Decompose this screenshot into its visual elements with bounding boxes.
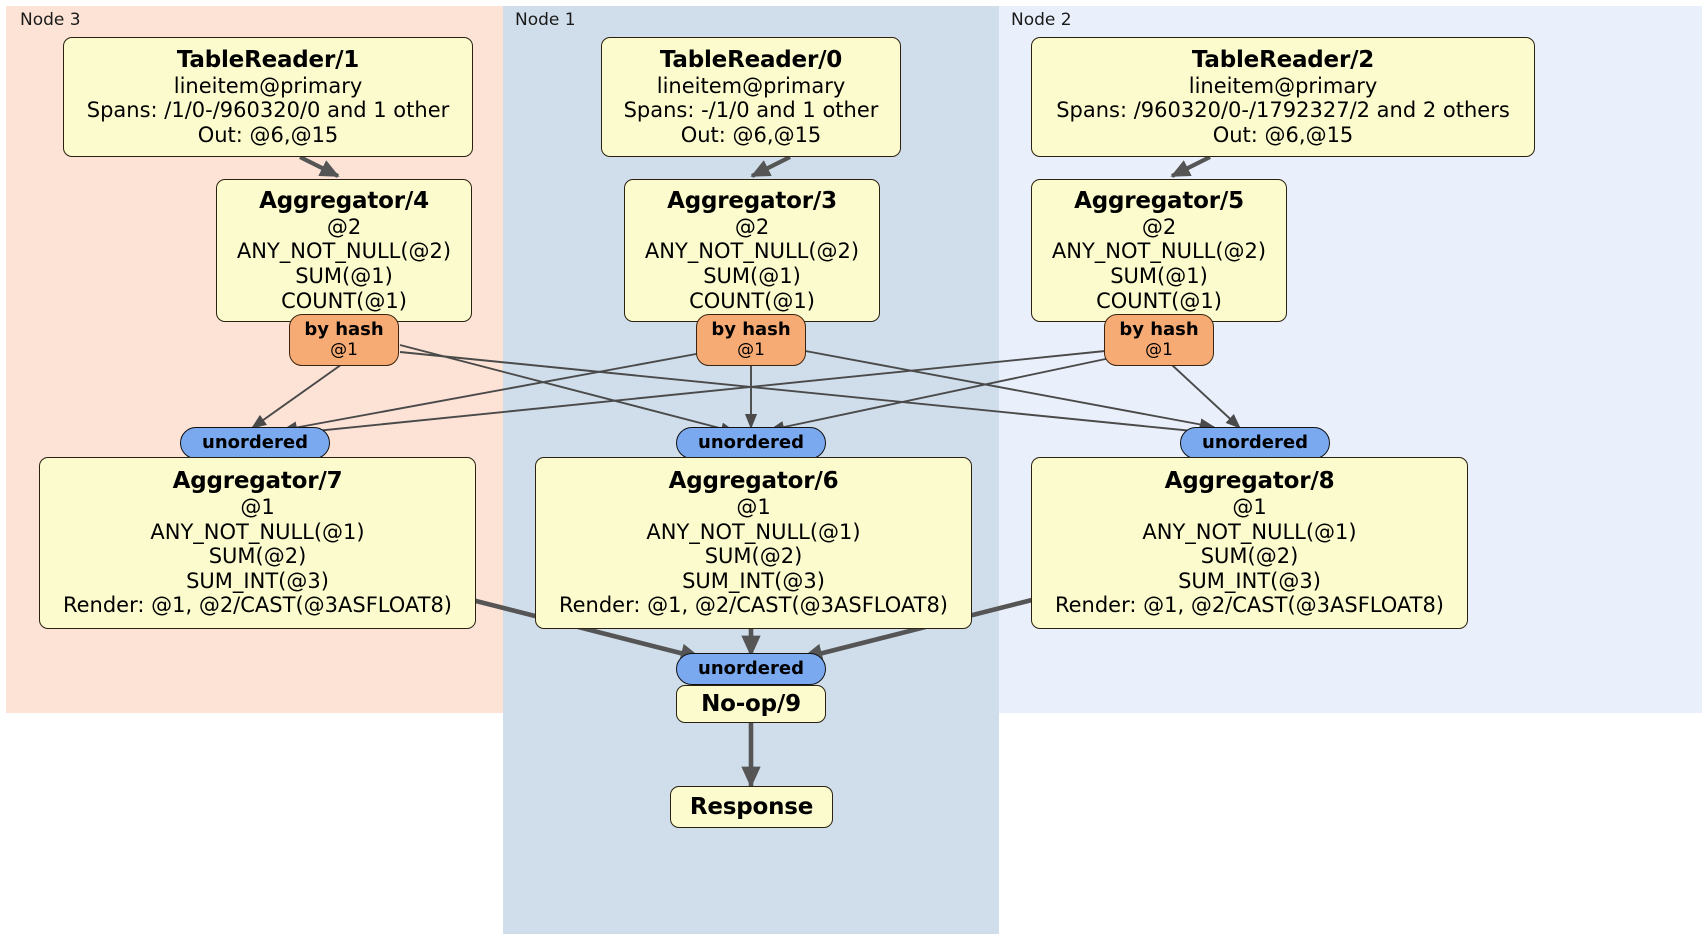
synchronizer-badge-unordered-left[interactable]: unordered: [180, 427, 330, 459]
processor-detail: SUM(@1): [295, 263, 393, 288]
router-badge-column: @1: [330, 339, 358, 360]
synchronizer-badge-label: unordered: [698, 657, 804, 679]
processor-title: TableReader/2: [1191, 46, 1375, 73]
processor-detail: SUM(@2): [1200, 544, 1299, 569]
processor-detail: Spans: -/1/0 and 1 other: [623, 98, 879, 123]
processor-title: Aggregator/7: [172, 468, 343, 495]
processor-detail: lineitem@primary: [1188, 73, 1378, 98]
processor-aggregator6[interactable]: Aggregator/6 @1 ANY_NOT_NULL(@1) SUM(@2)…: [535, 457, 972, 629]
router-badge-by-hash-left[interactable]: by hash @1: [289, 314, 399, 366]
processor-detail: SUM(@2): [704, 544, 803, 569]
processor-aggregator3[interactable]: Aggregator/3 @2 ANY_NOT_NULL(@2) SUM(@1)…: [624, 179, 880, 322]
processor-detail: COUNT(@1): [281, 288, 407, 313]
processor-detail: Out: @6,@15: [1212, 122, 1354, 147]
router-badge-by-hash-center[interactable]: by hash @1: [696, 314, 806, 366]
processor-title: TableReader/1: [176, 46, 360, 73]
processor-detail: SUM(@2): [208, 544, 307, 569]
processor-title: Aggregator/3: [667, 187, 837, 214]
processor-aggregator7[interactable]: Aggregator/7 @1 ANY_NOT_NULL(@1) SUM(@2)…: [39, 457, 476, 629]
processor-detail: Render: @1, @2/CAST(@3ASFLOAT8): [62, 593, 453, 618]
processor-title: Aggregator/4: [259, 187, 429, 214]
processor-tablereader1[interactable]: TableReader/1 lineitem@primary Spans: /1…: [63, 37, 473, 157]
processor-response[interactable]: Response: [670, 786, 833, 828]
processor-aggregator5[interactable]: Aggregator/5 @2 ANY_NOT_NULL(@2) SUM(@1)…: [1031, 179, 1287, 322]
processor-detail: Render: @1, @2/CAST(@3ASFLOAT8): [558, 593, 949, 618]
processor-title: Aggregator/8: [1164, 468, 1335, 495]
processor-detail: @2: [326, 214, 362, 239]
synchronizer-badge-label: unordered: [698, 431, 804, 453]
processor-detail: @1: [240, 495, 275, 520]
processor-detail: ANY_NOT_NULL(@1): [646, 519, 861, 544]
router-badge-column: @1: [1145, 339, 1173, 360]
processor-detail: Out: @6,@15: [680, 122, 822, 147]
processor-tablereader0[interactable]: TableReader/0 lineitem@primary Spans: -/…: [601, 37, 901, 157]
processor-noop9[interactable]: No-op/9: [676, 685, 826, 723]
processor-detail: @2: [734, 214, 770, 239]
processor-detail: Spans: /960320/0-/1792327/2 and 2 others: [1056, 98, 1510, 123]
processor-title: TableReader/0: [659, 46, 843, 73]
processor-title: No-op/9: [701, 690, 801, 717]
processor-detail: SUM_INT(@3): [682, 568, 825, 593]
processor-detail: Out: @6,@15: [197, 122, 339, 147]
synchronizer-badge-unordered-center[interactable]: unordered: [676, 427, 826, 459]
processor-detail: SUM(@1): [703, 263, 801, 288]
router-badge-column: @1: [737, 339, 765, 360]
processor-detail: ANY_NOT_NULL(@2): [644, 239, 860, 264]
processor-detail: ANY_NOT_NULL(@2): [1051, 239, 1267, 264]
processor-detail: SUM(@1): [1110, 263, 1208, 288]
processor-aggregator4[interactable]: Aggregator/4 @2 ANY_NOT_NULL(@2) SUM(@1)…: [216, 179, 472, 322]
router-badge-label: by hash: [304, 319, 384, 341]
processor-title: Aggregator/6: [668, 468, 839, 495]
processor-detail: @1: [1232, 495, 1267, 520]
processor-detail: @1: [736, 495, 771, 520]
processor-detail: ANY_NOT_NULL(@1): [150, 519, 365, 544]
processor-detail: lineitem@primary: [173, 73, 363, 98]
processor-detail: ANY_NOT_NULL(@1): [1142, 519, 1357, 544]
processor-detail: SUM_INT(@3): [186, 568, 329, 593]
processor-title: Response: [689, 793, 814, 820]
region-label-node2: Node 2: [1011, 10, 1072, 30]
processor-detail: COUNT(@1): [689, 288, 815, 313]
processor-tablereader2[interactable]: TableReader/2 lineitem@primary Spans: /9…: [1031, 37, 1535, 157]
processor-detail: @2: [1141, 214, 1177, 239]
region-label-node1: Node 1: [515, 10, 576, 30]
processor-detail: lineitem@primary: [656, 73, 846, 98]
router-badge-label: by hash: [1119, 319, 1199, 341]
processor-detail: ANY_NOT_NULL(@2): [236, 239, 452, 264]
synchronizer-badge-unordered-final[interactable]: unordered: [676, 653, 826, 685]
processor-detail: Spans: /1/0-/960320/0 and 1 other: [86, 98, 450, 123]
router-badge-label: by hash: [711, 319, 791, 341]
synchronizer-badge-label: unordered: [202, 431, 308, 453]
synchronizer-badge-label: unordered: [1202, 431, 1308, 453]
router-badge-by-hash-right[interactable]: by hash @1: [1104, 314, 1214, 366]
processor-detail: Render: @1, @2/CAST(@3ASFLOAT8): [1054, 593, 1445, 618]
processor-title: Aggregator/5: [1074, 187, 1244, 214]
processor-aggregator8[interactable]: Aggregator/8 @1 ANY_NOT_NULL(@1) SUM(@2)…: [1031, 457, 1468, 629]
processor-detail: SUM_INT(@3): [1178, 568, 1321, 593]
synchronizer-badge-unordered-right[interactable]: unordered: [1180, 427, 1330, 459]
region-label-node3: Node 3: [20, 10, 81, 30]
processor-detail: COUNT(@1): [1096, 288, 1222, 313]
